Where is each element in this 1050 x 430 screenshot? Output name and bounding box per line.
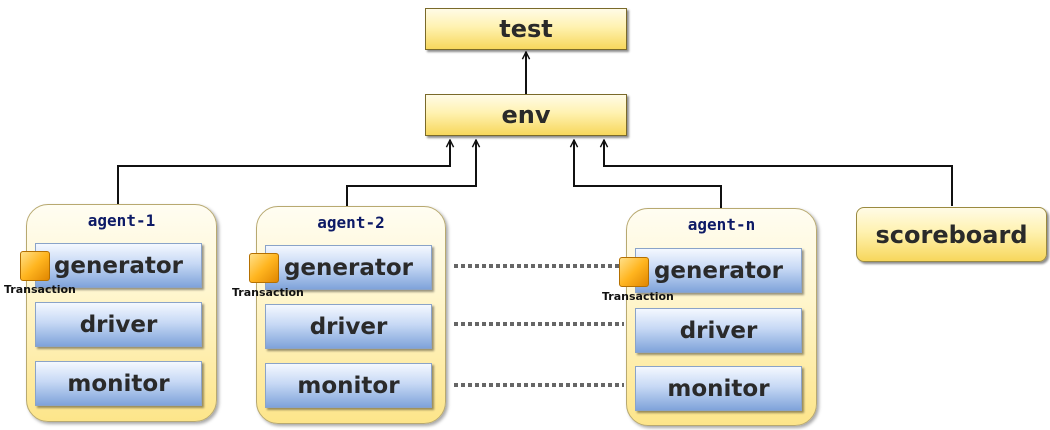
monitor-box: monitor — [265, 363, 432, 408]
agent-container: agent-1 generator driver monitor — [26, 204, 217, 422]
transaction-label: Transaction — [4, 283, 76, 296]
connector-agent1-to-env — [117, 140, 450, 206]
agent-title: agent-1 — [87, 211, 156, 230]
generator-label: generator — [653, 257, 784, 284]
transaction-icon — [20, 251, 50, 281]
driver-box: driver — [265, 304, 432, 349]
monitor-box: monitor — [35, 361, 202, 406]
monitor-box: monitor — [635, 366, 802, 411]
agent-container: agent-2 generator driver monitor — [256, 206, 446, 424]
transaction-icon — [249, 253, 279, 283]
transaction-label: Transaction — [602, 290, 674, 303]
generator-label: generator — [53, 252, 184, 279]
agent-title: agent-n — [687, 215, 756, 234]
env-label: env — [501, 101, 551, 129]
generator-label: generator — [283, 254, 414, 281]
test-label: test — [499, 15, 553, 43]
generator-box: generator — [35, 243, 202, 288]
connector-scoreboard-to-env — [604, 140, 953, 206]
driver-label: driver — [679, 317, 758, 344]
test-box: test — [425, 8, 627, 50]
scoreboard-box: scoreboard — [856, 207, 1047, 262]
env-box: env — [425, 94, 627, 136]
monitor-label: monitor — [67, 370, 170, 397]
transaction-label: Transaction — [232, 286, 304, 299]
generator-box: generator — [635, 248, 802, 293]
generator-box: generator — [265, 245, 432, 290]
driver-label: driver — [79, 311, 158, 338]
connector-agent2-to-env — [346, 140, 476, 208]
agent-title: agent-2 — [317, 213, 385, 232]
driver-box: driver — [35, 302, 202, 347]
scoreboard-label: scoreboard — [875, 220, 1028, 249]
monitor-label: monitor — [667, 375, 770, 402]
driver-box: driver — [635, 308, 802, 353]
driver-label: driver — [309, 313, 388, 340]
transaction-icon — [619, 257, 649, 287]
connector-agentn-to-env — [574, 140, 722, 208]
monitor-label: monitor — [297, 372, 400, 399]
agent-container: agent-n generator driver monitor — [626, 208, 817, 426]
